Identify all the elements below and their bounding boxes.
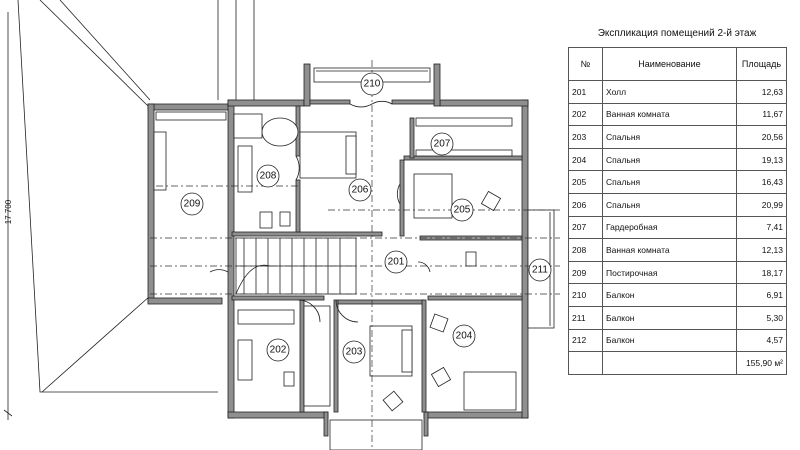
total-area: 155,90 м² — [736, 351, 787, 375]
row-area: 12,63 — [736, 80, 787, 104]
row-area: 20,99 — [736, 192, 787, 217]
row-name: Ванная комната — [602, 102, 737, 127]
row-number: 207 — [568, 215, 603, 240]
room-label-211: 211 — [528, 258, 552, 282]
room-label-210: 210 — [360, 72, 384, 96]
row-number: 205 — [568, 170, 603, 194]
table-header-row: № Наименование Площадь — [568, 47, 787, 81]
dimension-label: 17 700 — [4, 199, 13, 224]
row-area: 18,17 — [736, 260, 787, 285]
row-number: 212 — [568, 328, 603, 353]
room-label-203: 203 — [342, 340, 366, 364]
row-area: 19,13 — [736, 147, 787, 172]
room-label-208: 208 — [256, 164, 280, 188]
dimension-tick — [3, 409, 13, 417]
roof-outline — [17, 0, 255, 393]
row-number: 202 — [568, 102, 603, 127]
total-empty-cell — [602, 351, 737, 375]
room-schedule: Экспликация помещений 2-й этаж № Наимено… — [568, 28, 787, 375]
row-name: Спальня — [602, 147, 737, 172]
room-labels: 210 207 208 206 205 209 201 211 202 203 … — [180, 72, 552, 364]
room-number: 205 — [454, 205, 471, 216]
axis-lines — [150, 60, 560, 450]
row-name: Ванная комната — [602, 238, 737, 262]
room-number: 208 — [260, 171, 277, 182]
row-area: 16,43 — [736, 170, 787, 194]
header-name: Наименование — [602, 47, 737, 81]
room-label-209: 209 — [180, 192, 204, 216]
room-number: 209 — [184, 199, 201, 210]
row-number: 208 — [568, 238, 603, 262]
row-number: 211 — [568, 305, 603, 330]
room-label-201: 201 — [384, 250, 408, 274]
row-area: 5,30 — [736, 305, 787, 330]
row-name: Балкон — [602, 305, 737, 330]
row-name: Холл — [602, 80, 737, 104]
door-swings — [209, 100, 431, 323]
exterior-walls — [227, 63, 529, 437]
row-name: Балкон — [602, 283, 737, 307]
room-label-206: 206 — [348, 178, 372, 202]
row-name: Спальня — [602, 125, 737, 149]
row-area: 6,91 — [736, 283, 787, 307]
row-area: 20,56 — [736, 125, 787, 149]
room-number: 202 — [270, 345, 287, 356]
furniture — [233, 113, 517, 412]
row-number: 206 — [568, 192, 603, 217]
room-label-207: 207 — [430, 132, 454, 156]
row-number: 204 — [568, 147, 603, 172]
room-number: 211 — [532, 265, 548, 276]
row-number: 210 — [568, 283, 603, 307]
row-number: 201 — [568, 80, 603, 104]
row-name: Постирочная — [602, 260, 737, 285]
schedule-title: Экспликация помещений 2-й этаж — [597, 28, 757, 39]
row-area: 12,13 — [736, 238, 787, 262]
room-number: 204 — [456, 331, 473, 342]
room-number: 210 — [364, 79, 381, 90]
row-name: Балкон — [602, 328, 737, 353]
room-label-202: 202 — [266, 338, 290, 362]
room-label-205: 205 — [450, 198, 474, 222]
room-number: 207 — [434, 139, 451, 150]
row-number: 203 — [568, 125, 603, 149]
row-name: Спальня — [602, 192, 737, 217]
room-label-204: 204 — [452, 324, 476, 348]
row-area: 7,41 — [736, 215, 787, 240]
header-number: № — [568, 47, 603, 81]
room-number: 201 — [388, 257, 405, 268]
room-number: 203 — [346, 347, 363, 358]
total-empty-cell — [568, 351, 603, 375]
room-number: 206 — [352, 185, 369, 196]
header-area: Площадь — [736, 47, 787, 81]
row-name: Гардеробная — [602, 215, 737, 240]
total-row: 155,90 м² — [568, 351, 787, 375]
row-area: 4,57 — [736, 328, 787, 353]
row-number: 209 — [568, 260, 603, 285]
row-area: 11,67 — [736, 102, 787, 127]
row-name: Спальня — [602, 170, 737, 194]
